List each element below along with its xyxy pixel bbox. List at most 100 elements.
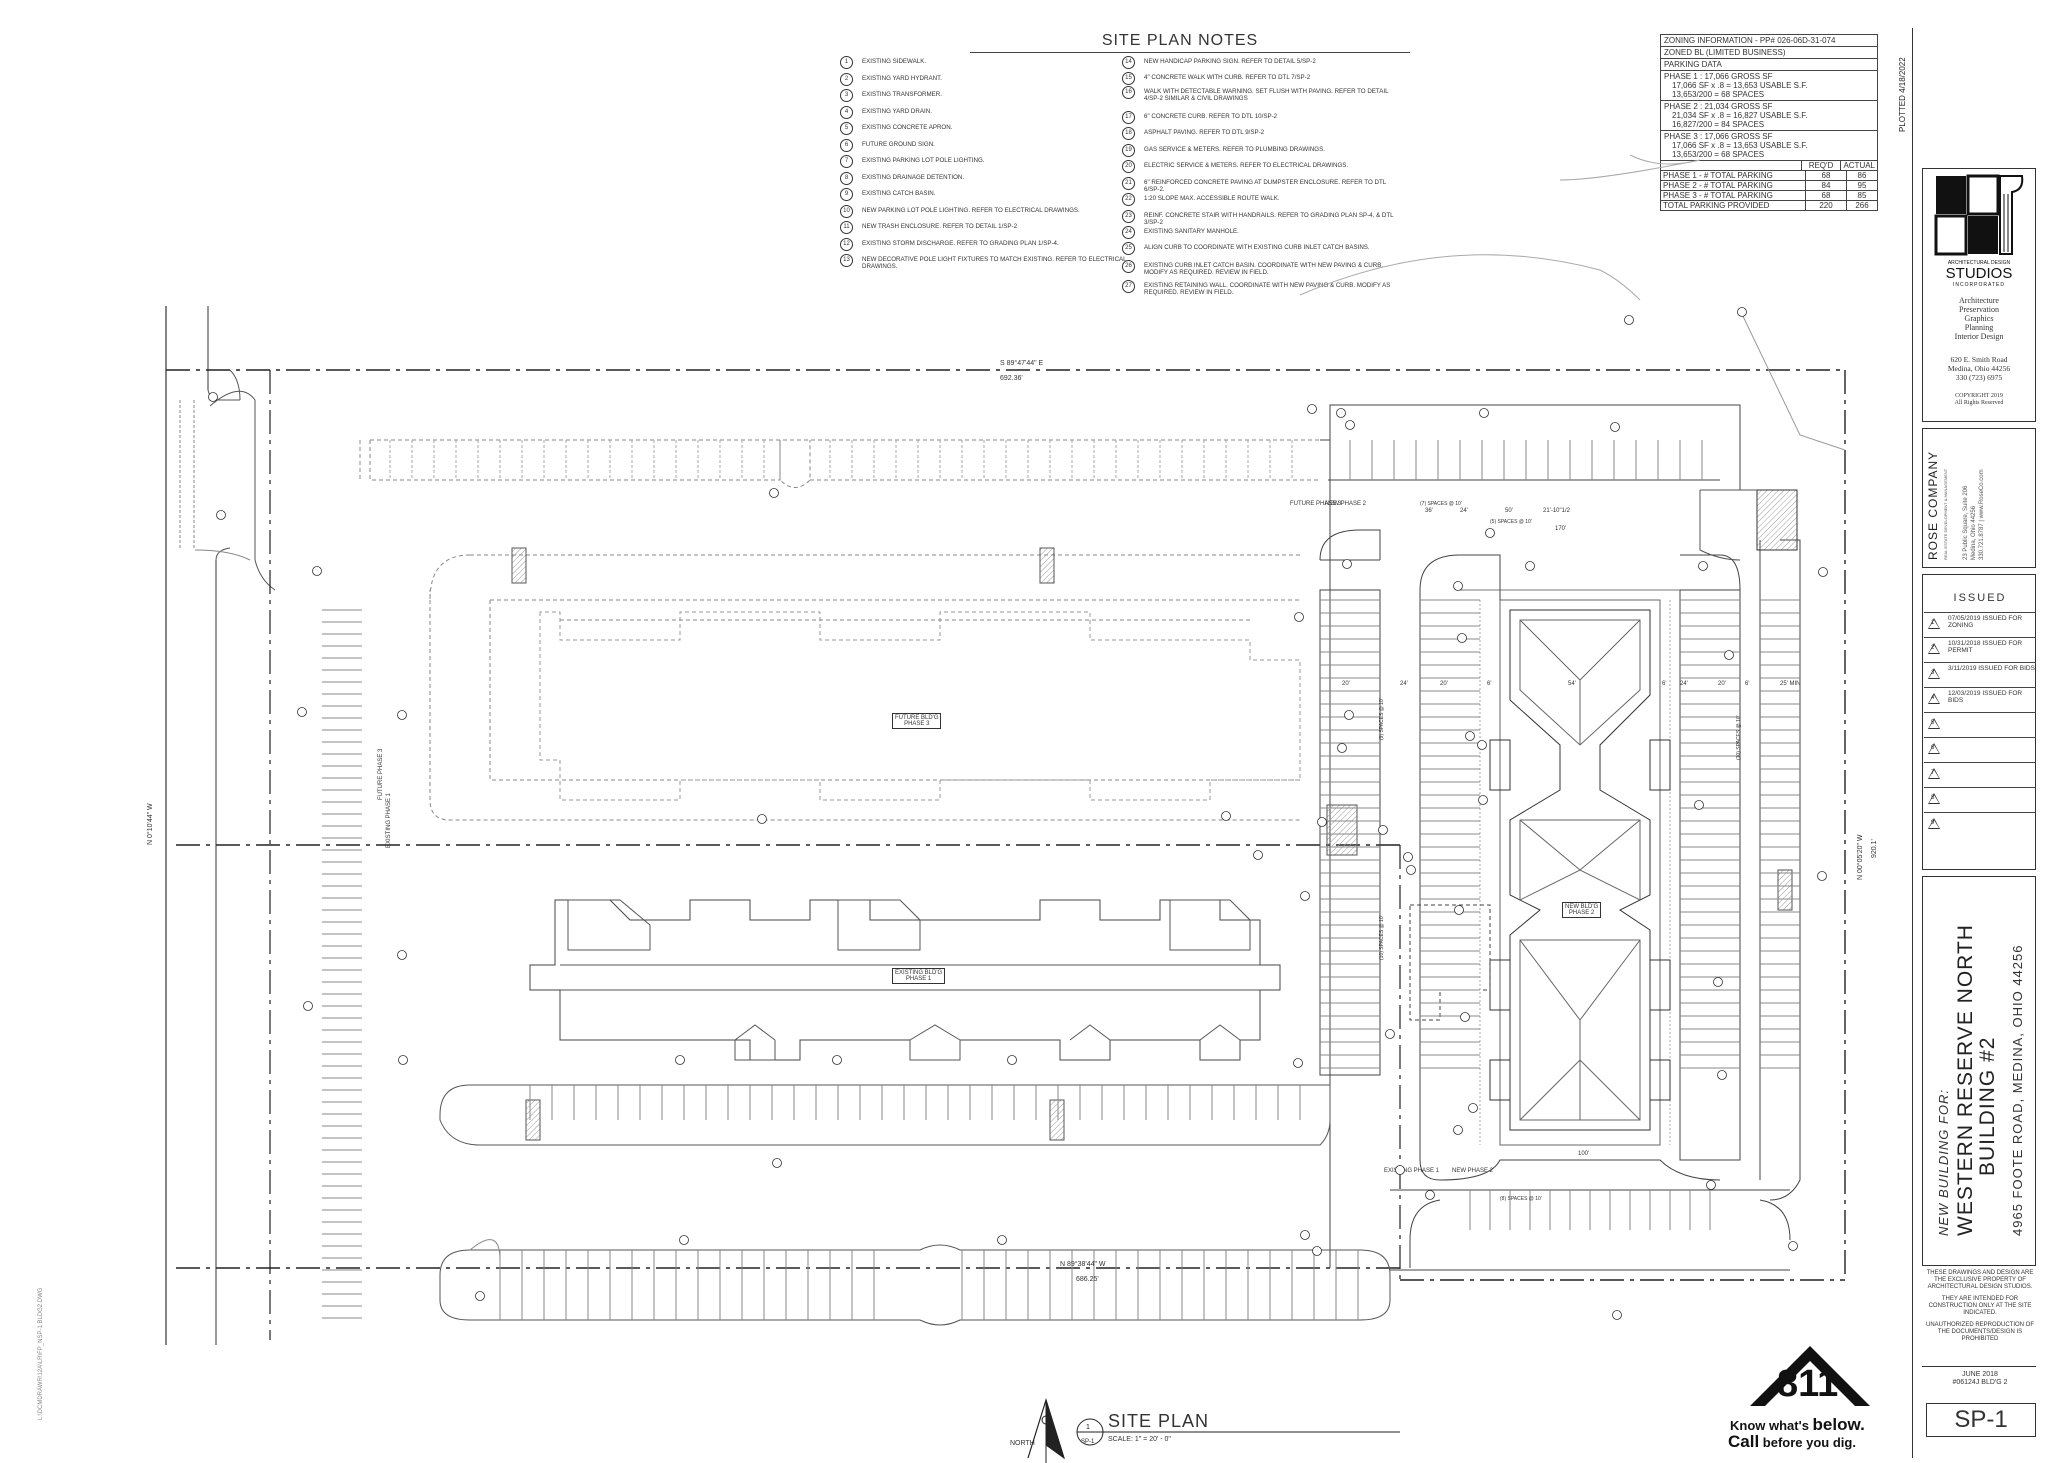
new-phase2-label: NEW PHASE 2: [1325, 501, 1367, 507]
note-number: 20: [1122, 160, 1135, 173]
firm-logo: ARCHITECTURAL DESIGN STUDIOS INCORPORATE…: [1934, 174, 2024, 288]
title-block-border: [1912, 28, 1914, 1458]
callout-bubble: [1468, 1103, 1478, 1113]
callout-bubble: [1307, 404, 1317, 414]
svg-text:REAL ESTATE DEVELOPMENT & MANA: REAL ESTATE DEVELOPMENT & MANAGEMENT: [1943, 468, 1948, 560]
callout-bubble: [1460, 1012, 1470, 1022]
note-number: 18: [1122, 127, 1135, 140]
note-number: 7: [840, 155, 853, 168]
dimension-label: 20': [1342, 681, 1350, 687]
date-code: JUNE 2018#06124J BLD'G 2: [1952, 1371, 2008, 1386]
callout-bubble: [1457, 633, 1467, 643]
callout-bubble: [1694, 800, 1704, 810]
callout-bubble: [1312, 1246, 1322, 1256]
callout-bubble: [1007, 1055, 1017, 1065]
callout-bubble: [675, 1055, 685, 1065]
callout-bubble: [1817, 871, 1827, 881]
note-number: 21: [1122, 177, 1135, 190]
callout-bubble: [303, 1001, 313, 1011]
callout-bubble: [1378, 825, 1388, 835]
note-number: 8: [840, 171, 853, 185]
detail-sheet: SP-1: [1081, 1439, 1095, 1445]
future-phase3-label: FUTURE PHASE 3: [1290, 501, 1342, 507]
bearing-right-label: N 00°05'20" W: [1856, 834, 1864, 880]
dimension-label: 6': [1662, 681, 1666, 687]
dimension-label: 24': [1680, 681, 1688, 687]
callout-bubble: [1479, 408, 1489, 418]
revision-triangle-icon: 7: [1928, 768, 1940, 779]
project-box: [1922, 876, 2036, 1266]
revision-triangle-icon: 5: [1928, 718, 1940, 729]
space-count-label: (10) SPACES @ 10': [1736, 715, 1742, 760]
note-number: 13: [840, 254, 853, 267]
existing-phase1-label: EXISTING PHASE 1: [1384, 1168, 1440, 1174]
note-number: 11: [840, 221, 853, 234]
space-count-label: (7) SPACES @ 10': [1420, 501, 1462, 507]
site-plan-title: SITE PLAN: [1108, 1411, 1210, 1431]
dimension-label: 21'-10"1/2: [1543, 508, 1571, 514]
dimension-label: 36': [1425, 508, 1433, 514]
revision-triangle-icon: 4: [1928, 693, 1940, 704]
callout-bubble: [1713, 977, 1723, 987]
svg-text:ARCHITECTURAL DESIGN: ARCHITECTURAL DESIGN: [1948, 260, 2011, 266]
callout-bubble: [1253, 850, 1263, 860]
callout-bubble: [1425, 1190, 1435, 1200]
parking-data-header: PARKING DATA: [1661, 59, 1877, 71]
callout-bubble: [1317, 817, 1327, 827]
space-count-label: (9) SPACES @ 10': [1379, 698, 1385, 740]
distance-top-label: 692.36': [1000, 375, 1023, 382]
note-number: 5: [840, 122, 853, 135]
callout-bubble: [1395, 1165, 1405, 1175]
revision-triangle-icon: 3: [1928, 668, 1940, 679]
note-number: 22: [1122, 193, 1135, 206]
issue-row: 8: [1924, 787, 2036, 811]
issue-row: 9: [1924, 812, 2036, 836]
callout-bubble: [1698, 561, 1708, 571]
dimension-label: 20': [1718, 681, 1726, 687]
callout-bubble: [1610, 422, 1620, 432]
space-count-label: (10) SPACES @ 10': [1379, 915, 1385, 960]
callout-bubble: [1453, 1125, 1463, 1135]
north-label: NORTH: [1010, 1440, 1035, 1447]
svg-text:STUDIOS: STUDIOS: [1946, 265, 2013, 282]
callout-bubble: [1737, 307, 1747, 317]
callout-bubble: [1344, 710, 1354, 720]
callout-bubble: [1818, 567, 1828, 577]
callout-bubble: [1221, 811, 1231, 821]
note-number: 6: [840, 138, 853, 152]
north-arrow: [1027, 1397, 1400, 1463]
callout-bubble: [1724, 650, 1734, 660]
svg-text:WESTERN RESERVE NORTH: WESTERN RESERVE NORTH: [1954, 924, 1977, 1236]
zoning-header: ZONING INFORMATION - PP# 026-06D-31-074: [1661, 35, 1877, 47]
file-path-label: L:\DCMDRAWR\12A\LR\FP_NSP-1 BLDG2.DWG: [38, 1287, 44, 1420]
distance-right-label: 920.1': [1871, 839, 1878, 858]
callout-bubble: [1336, 408, 1346, 418]
bearing-left-label: N 0°10'44" W: [146, 803, 154, 845]
issue-row: 7: [1924, 762, 2036, 786]
call-811-logo: 811: [1750, 1346, 1870, 1406]
note-number: 12: [840, 237, 853, 251]
